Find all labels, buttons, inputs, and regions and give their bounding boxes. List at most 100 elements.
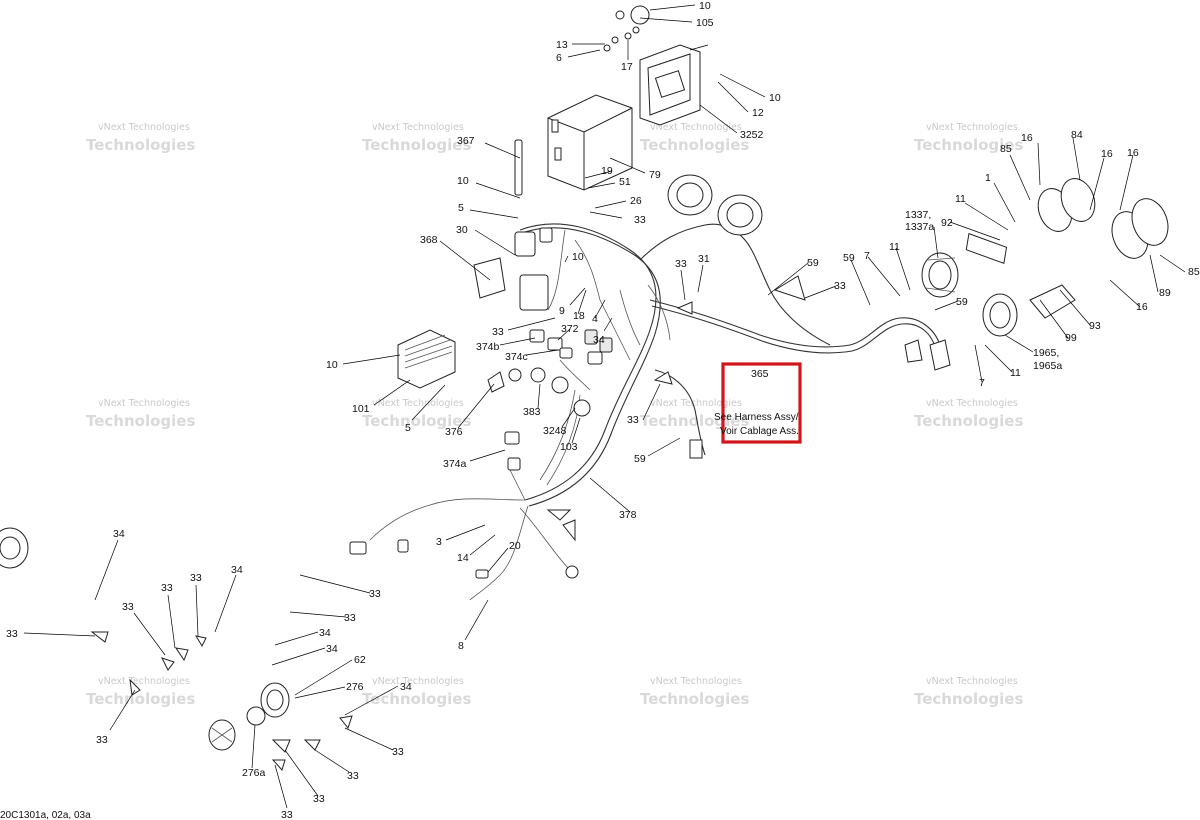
callout-16[interactable]: 16 xyxy=(1021,132,1033,144)
callout-33[interactable]: 33 xyxy=(281,809,293,820)
callout-16[interactable]: 16 xyxy=(1101,148,1113,160)
voltage-regulator-101 xyxy=(397,329,456,389)
callout-374c[interactable]: 374c xyxy=(505,351,528,363)
callout-18[interactable]: 18 xyxy=(573,310,585,322)
callout-9[interactable]: 9 xyxy=(559,305,565,317)
callout-3248[interactable]: 3248 xyxy=(543,425,567,437)
callout-378[interactable]: 378 xyxy=(619,509,637,521)
callout-11[interactable]: 11 xyxy=(889,241,900,253)
callout-33[interactable]: 33 xyxy=(834,280,846,292)
callout-33[interactable]: 33 xyxy=(675,258,687,270)
callout-7[interactable]: 7 xyxy=(864,250,870,262)
callout-33[interactable]: 33 xyxy=(161,582,173,594)
callout-6[interactable]: 6 xyxy=(556,52,562,64)
callout-14[interactable]: 14 xyxy=(457,552,469,564)
callout-5[interactable]: 5 xyxy=(405,422,411,434)
callout-33[interactable]: 33 xyxy=(492,326,504,338)
callout-1337[interactable]: 1337, xyxy=(905,209,931,221)
callout-19[interactable]: 19 xyxy=(601,165,613,177)
callout-1965[interactable]: 1965, xyxy=(1033,347,1059,359)
callout-10[interactable]: 10 xyxy=(572,251,584,263)
callout-34[interactable]: 34 xyxy=(319,627,331,639)
callout-89[interactable]: 89 xyxy=(1159,287,1171,299)
callout-365[interactable]: 365 xyxy=(751,368,769,380)
callout-26[interactable]: 26 xyxy=(630,195,642,207)
watermark-text: Technologies xyxy=(362,136,471,154)
callout-101[interactable]: 101 xyxy=(352,403,370,415)
callout-33[interactable]: 33 xyxy=(627,414,639,426)
callout-12[interactable]: 12 xyxy=(752,107,764,119)
callout-51[interactable]: 51 xyxy=(619,176,631,188)
highlight-box[interactable] xyxy=(721,362,802,444)
callout-84[interactable]: 84 xyxy=(1071,129,1083,141)
callout-16[interactable]: 16 xyxy=(1136,301,1148,313)
callout-30[interactable]: 30 xyxy=(456,224,468,236)
callout-3252[interactable]: 3252 xyxy=(740,129,764,141)
callout-34[interactable]: 34 xyxy=(231,564,243,576)
callout-5[interactable]: 5 xyxy=(458,202,464,214)
callout-33[interactable]: 33 xyxy=(190,572,202,584)
callout-4[interactable]: 4 xyxy=(592,313,598,325)
module-368 xyxy=(473,257,506,299)
callout-99[interactable]: 99 xyxy=(1065,332,1077,344)
callout-1965a[interactable]: 1965a xyxy=(1033,360,1062,372)
callout-11[interactable]: 11 xyxy=(1010,367,1021,379)
callout-372[interactable]: 372 xyxy=(561,323,579,335)
callout-85[interactable]: 85 xyxy=(1000,143,1012,155)
callout-93[interactable]: 93 xyxy=(1089,320,1101,332)
callout-33[interactable]: 33 xyxy=(122,601,134,613)
callout-10[interactable]: 10 xyxy=(326,359,338,371)
callout-33[interactable]: 33 xyxy=(313,793,325,805)
callout-10[interactable]: 10 xyxy=(457,175,469,187)
callout-85[interactable]: 85 xyxy=(1188,266,1200,278)
callout-13[interactable]: 13 xyxy=(556,39,568,51)
callout-33[interactable]: 33 xyxy=(369,588,381,600)
clamp-shapes xyxy=(546,275,951,542)
callout-368[interactable]: 368 xyxy=(420,234,438,246)
callout-33[interactable]: 33 xyxy=(347,770,359,782)
callout-59[interactable]: 59 xyxy=(843,252,855,264)
callout-62[interactable]: 62 xyxy=(354,654,366,666)
callout-105[interactable]: 105 xyxy=(696,17,714,29)
callout-33[interactable]: 33 xyxy=(6,628,18,640)
callout-276[interactable]: 276 xyxy=(346,681,364,693)
callout-10[interactable]: 10 xyxy=(699,0,711,12)
callout-79[interactable]: 79 xyxy=(649,169,661,181)
callout-33[interactable]: 33 xyxy=(634,214,646,226)
callout-34[interactable]: 34 xyxy=(113,528,125,540)
callout-33[interactable]: 33 xyxy=(344,612,356,624)
watermark-text: vNext Technologies xyxy=(372,676,464,687)
callout-17[interactable]: 17 xyxy=(621,61,633,73)
callout-3[interactable]: 3 xyxy=(436,536,442,548)
callout-33[interactable]: 33 xyxy=(392,746,404,758)
watermark-text: vNext Technologies xyxy=(926,122,1018,133)
callout-7[interactable]: 7 xyxy=(979,377,985,389)
callout-59[interactable]: 59 xyxy=(807,257,819,269)
callout-383[interactable]: 383 xyxy=(523,406,541,418)
callout-376[interactable]: 376 xyxy=(445,426,463,438)
callout-11[interactable]: 11 xyxy=(955,193,966,205)
callout-10[interactable]: 10 xyxy=(769,92,781,104)
callout-34[interactable]: 34 xyxy=(400,681,412,693)
callout-374a[interactable]: 374a xyxy=(443,458,467,470)
callout-92[interactable]: 92 xyxy=(941,217,953,229)
callout-59[interactable]: 59 xyxy=(634,453,646,465)
callout-34[interactable]: 34 xyxy=(326,643,338,655)
callout-59[interactable]: 59 xyxy=(956,296,968,308)
callout-103[interactable]: 103 xyxy=(560,441,578,453)
connectors-372 xyxy=(529,329,613,365)
callout-1337a[interactable]: 1337a xyxy=(905,221,934,233)
callout-31[interactable]: 31 xyxy=(698,253,710,265)
callout-276a[interactable]: 276a xyxy=(242,767,266,779)
highlight-365[interactable]: 365 See Harness Assy/ Voir Cablage Ass. xyxy=(714,362,802,444)
callout-20[interactable]: 20 xyxy=(509,540,521,552)
callout-1[interactable]: 1 xyxy=(985,172,991,184)
callout-8[interactable]: 8 xyxy=(458,640,464,652)
callout-33[interactable]: 33 xyxy=(96,734,108,746)
callout-367[interactable]: 367 xyxy=(457,135,475,147)
callout-374b[interactable]: 374b xyxy=(476,341,500,353)
watermark-text: Technologies xyxy=(640,690,749,708)
callout-34[interactable]: 34 xyxy=(593,334,605,346)
callout-16[interactable]: 16 xyxy=(1127,147,1139,159)
